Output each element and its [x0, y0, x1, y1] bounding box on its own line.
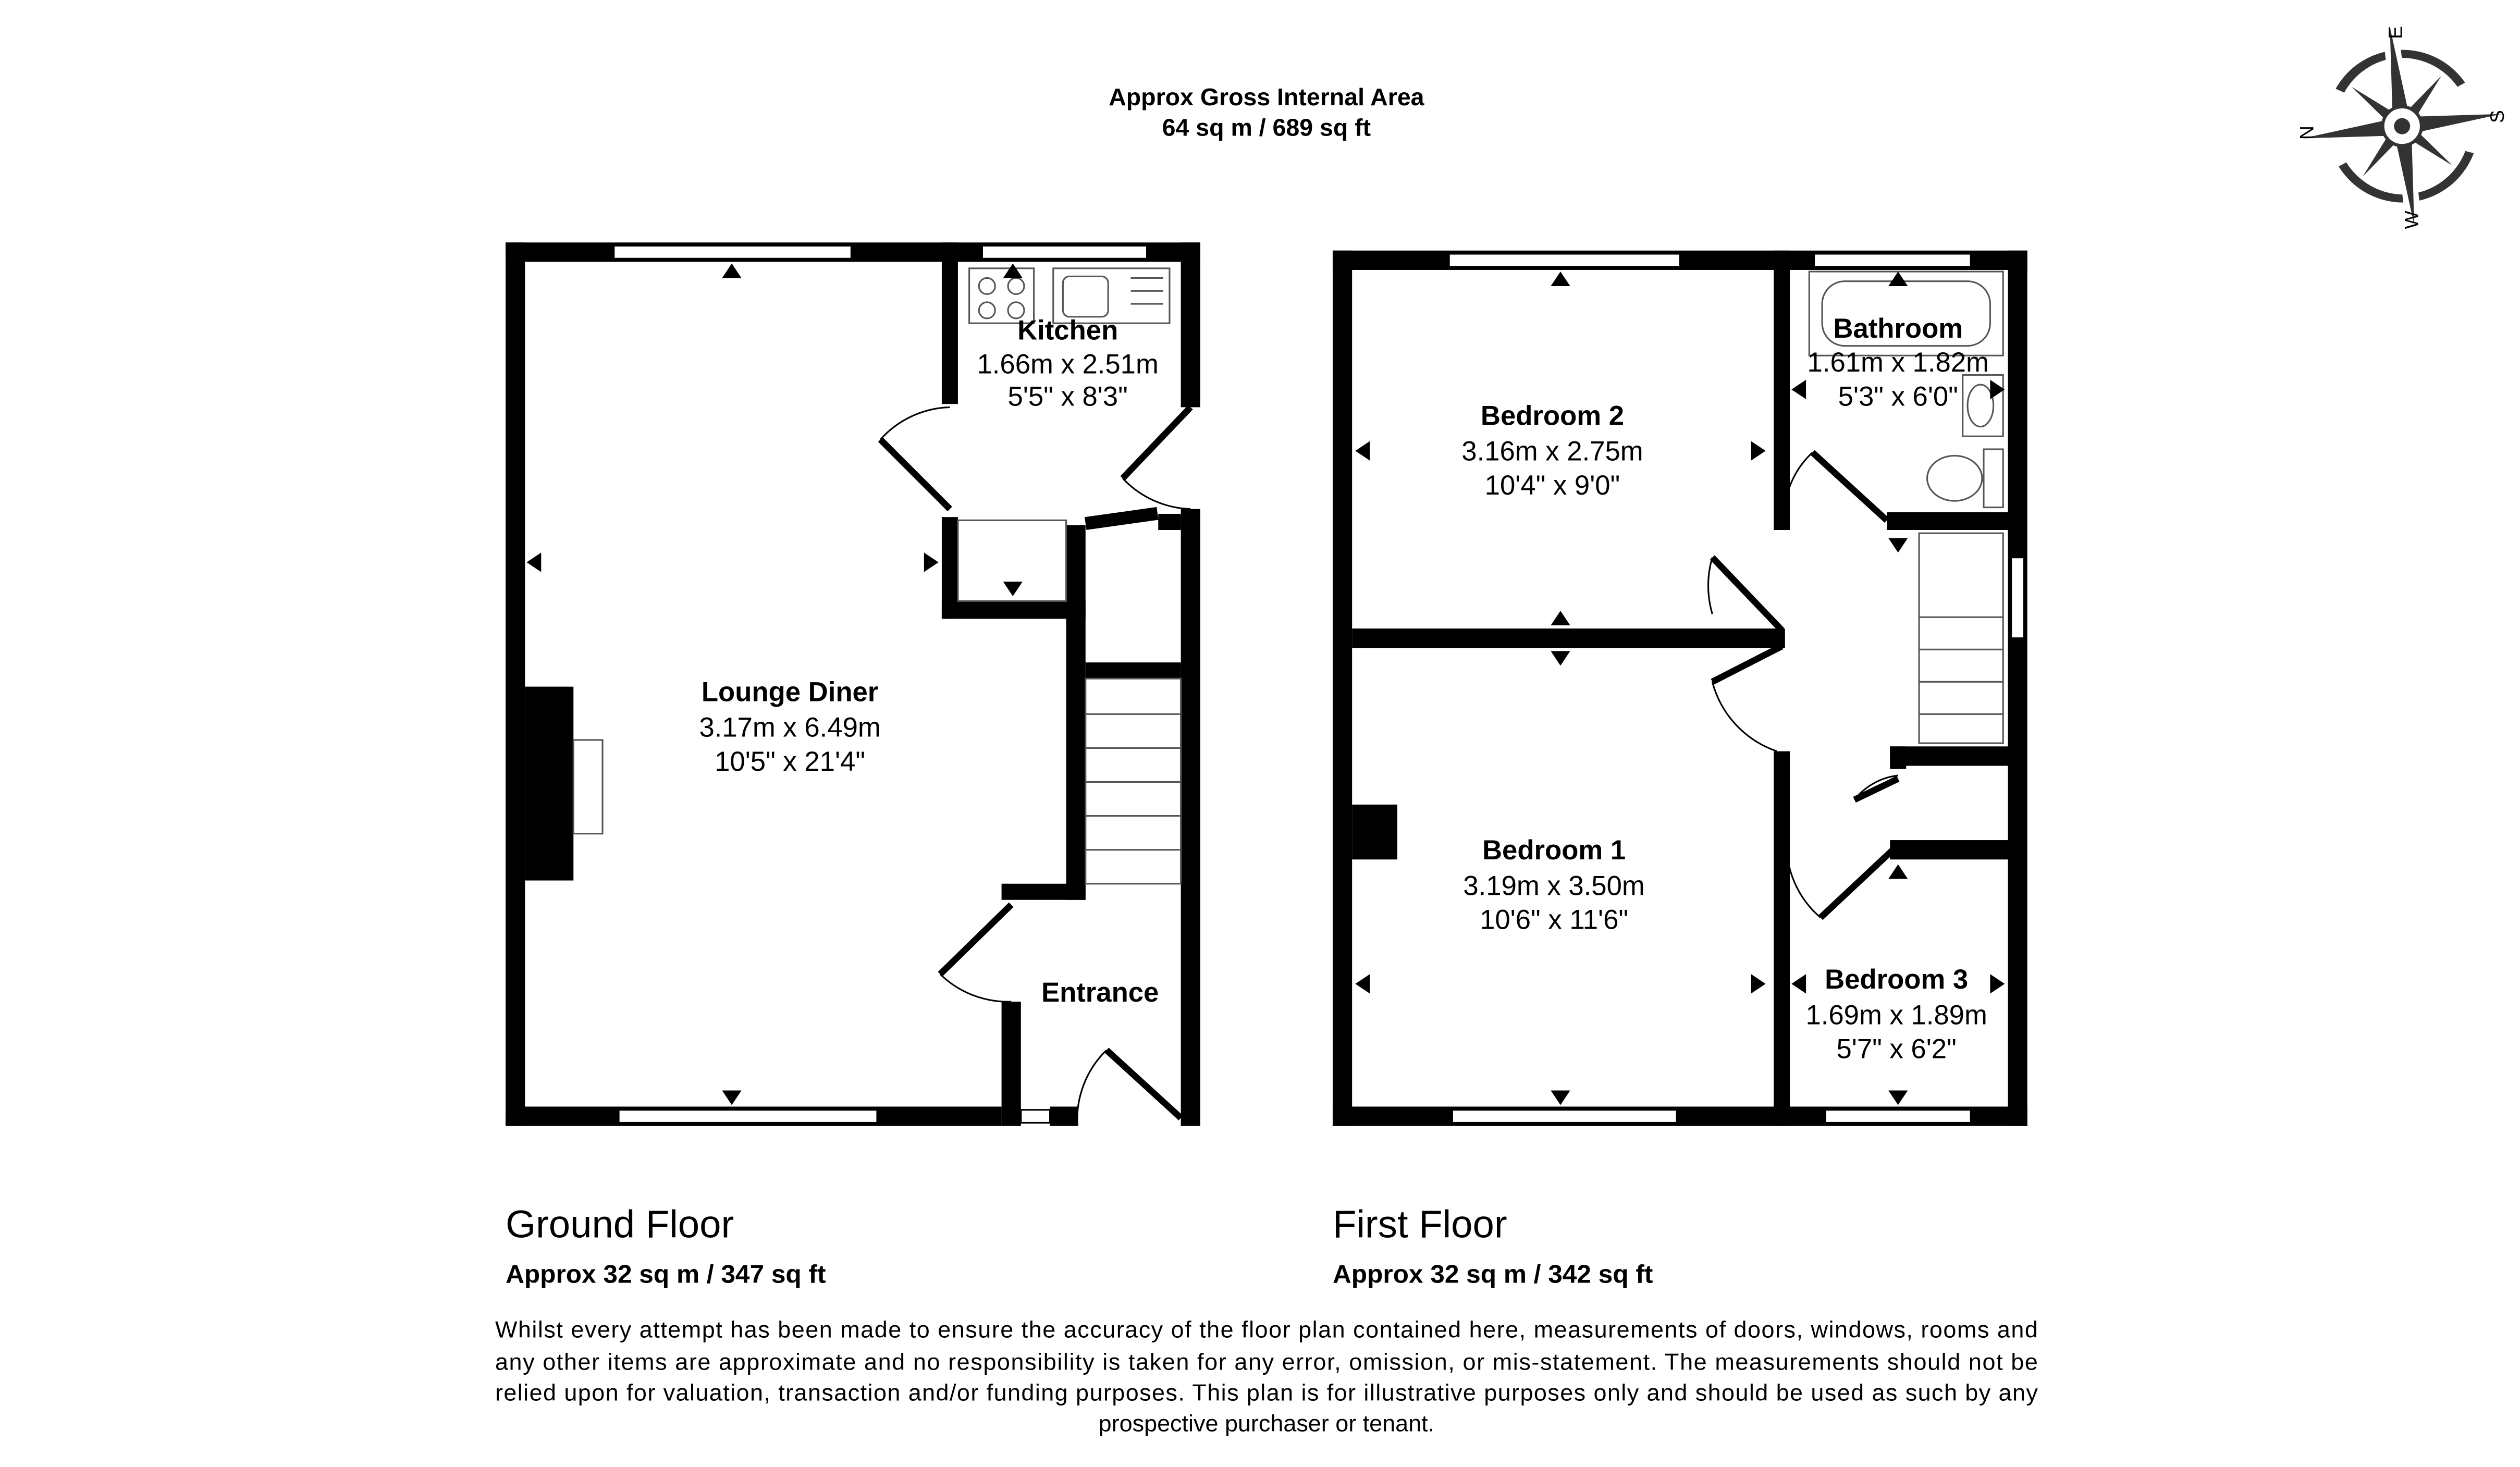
window	[1451, 1109, 1678, 1124]
room-imperial-bedroom-3: 5'7" x 6'2"	[1836, 1033, 1956, 1064]
compass-south-label: S	[2486, 110, 2508, 123]
basin-icon	[1962, 374, 2004, 437]
front-door	[1076, 1047, 1183, 1126]
room-metric-bedroom-3: 1.69m x 1.89m	[1805, 1000, 1987, 1030]
room-metric-bathroom: 1.61m x 1.82m	[1808, 347, 1989, 378]
disclaimer-line: Whilst every attempt has been made to en…	[495, 1316, 2038, 1343]
window	[613, 244, 852, 260]
room-name-bedroom-2: Bedroom 2	[1481, 401, 1624, 432]
gross-area-value: 64 sq m / 689 sq ft	[1162, 114, 1371, 141]
room-imperial-kitchen: 5'5" x 8'3"	[1008, 381, 1128, 412]
window	[981, 244, 1148, 260]
hob-icon	[968, 267, 1035, 324]
room-imperial-bedroom-1: 10'6" x 11'6"	[1480, 905, 1628, 935]
staircase	[1918, 532, 2004, 744]
ground-floor-plan: Kitchen 1.66m x 2.51m 5'5" x 8'3" Lounge…	[506, 242, 1200, 1126]
gross-area-title: Approx Gross Internal Area	[1109, 83, 1424, 110]
room-name-lounge-diner: Lounge Diner	[702, 677, 878, 708]
room-name-entrance: Entrance	[1041, 977, 1159, 1008]
window	[618, 1109, 878, 1124]
toilet-icon	[1926, 448, 2004, 509]
compass-north-label: N	[2295, 126, 2317, 140]
first-floor-area: Approx 32 sq m / 342 sq ft	[1333, 1259, 1653, 1288]
window	[1813, 253, 1972, 268]
sink-icon	[1052, 267, 1171, 324]
room-metric-lounge-diner: 3.17m x 6.49m	[699, 712, 880, 743]
room-name-kitchen: Kitchen	[1017, 315, 1118, 346]
room-imperial-bathroom: 5'3" x 6'0"	[1838, 381, 1958, 412]
room-metric-bedroom-2: 3.16m x 2.75m	[1461, 436, 1643, 467]
compass-rose-icon	[2303, 27, 2502, 226]
compass-west-label: W	[2401, 211, 2423, 229]
door	[1853, 774, 1900, 803]
ground-floor-label: Ground Floor	[506, 1203, 734, 1246]
staircase	[1085, 677, 1182, 885]
door	[1786, 840, 1900, 920]
window	[1020, 1109, 1051, 1124]
disclaimer-line: prospective purchaser or tenant.	[1099, 1410, 1434, 1436]
room-name-bedroom-3: Bedroom 3	[1825, 964, 1968, 995]
door	[1783, 450, 1889, 531]
compass-east-label: E	[2384, 26, 2406, 39]
room-metric-kitchen: 1.66m x 2.51m	[977, 349, 1158, 379]
first-floor-label: First Floor	[1333, 1203, 1507, 1246]
window	[1824, 1109, 1972, 1124]
ground-floor-area: Approx 32 sq m / 347 sq ft	[506, 1259, 826, 1288]
disclaimer-line: any other items are approximate and no r…	[495, 1349, 2038, 1375]
door	[1707, 555, 1785, 633]
disclaimer-line: relied upon for valuation, transaction a…	[495, 1379, 2038, 1406]
bathtub-icon	[1808, 270, 2004, 356]
chimney-breast	[1352, 804, 1397, 860]
room-imperial-lounge-diner: 10'5" x 21'4"	[715, 746, 865, 777]
first-floor-plan: Bedroom 2 3.16m x 2.75m 10'4" x 9'0" Bat…	[1332, 250, 2027, 1126]
door	[938, 902, 1014, 1003]
fireplace	[525, 686, 574, 881]
room-name-bedroom-1: Bedroom 1	[1482, 835, 1626, 866]
room-metric-bedroom-1: 3.19m x 3.50m	[1463, 870, 1644, 901]
door	[1120, 405, 1193, 510]
room-name-bathroom: Bathroom	[1833, 313, 1963, 344]
room-imperial-bedroom-2: 10'4" x 9'0"	[1485, 470, 1620, 501]
door	[1711, 643, 1784, 753]
window	[2010, 557, 2025, 639]
window	[1448, 253, 1681, 268]
door	[878, 406, 952, 512]
